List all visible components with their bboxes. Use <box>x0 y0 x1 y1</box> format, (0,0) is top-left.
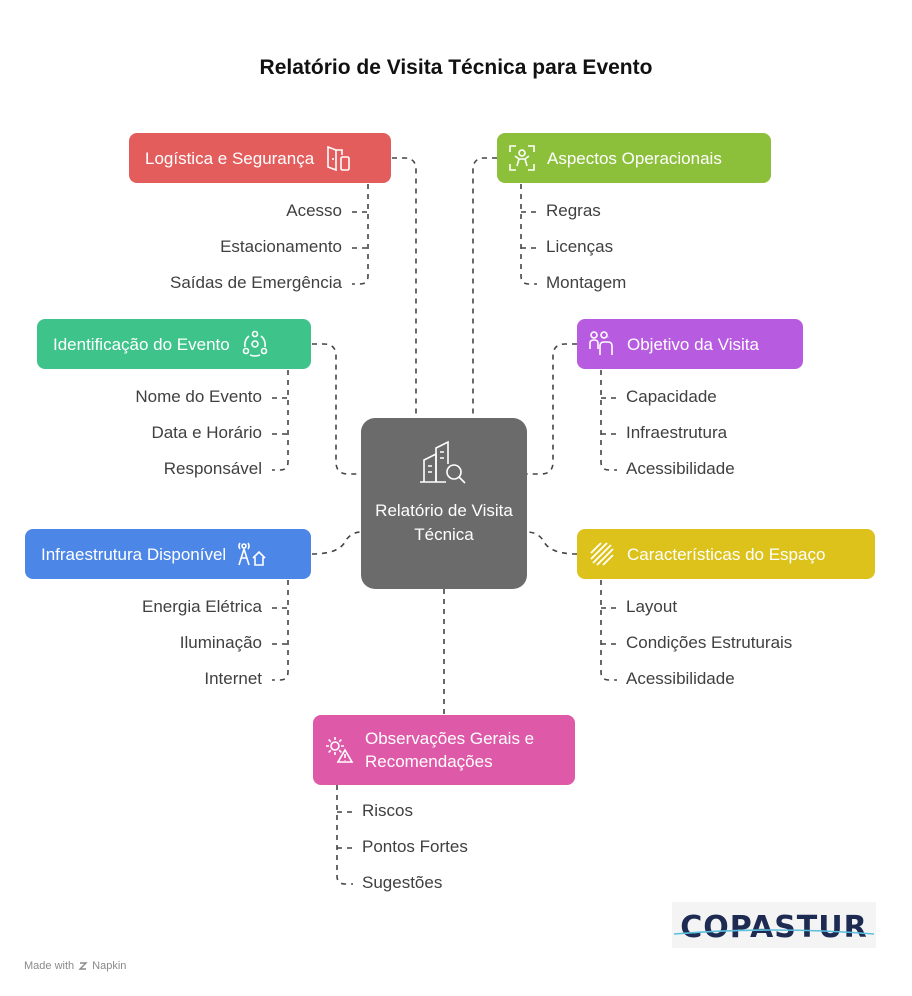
branch-observacoes-label: Observações Gerais e Recomendações <box>365 729 535 771</box>
caracteristicas-item-1: Layout <box>626 597 678 616</box>
identificacao-item-3: Responsável <box>163 459 262 478</box>
center-label: Relatório de Visita Técnica <box>375 501 513 544</box>
footer: Made with Napkin <box>24 960 126 972</box>
infra-item-2: Iluminação <box>179 633 262 652</box>
logistica-item-2: Estacionamento <box>220 237 342 256</box>
aspectos-item-1: Regras <box>546 201 601 220</box>
branch-caracteristicas: Características do Espaço <box>577 529 875 579</box>
identificacao-item-2: Data e Horário <box>151 423 262 442</box>
branch-objetivo-label: Objetivo da Visita <box>627 334 759 354</box>
branch-identificacao-label: Identificação do Evento <box>53 334 230 354</box>
people-group-icon <box>589 331 613 355</box>
layers-stack-icon <box>590 542 614 566</box>
caracteristicas-item-3: Acessibilidade <box>626 669 735 688</box>
building-search-icon <box>420 440 466 484</box>
branch-logistica-label: Logística e Segurança <box>145 148 315 168</box>
branch-logistica: Logística e Segurança <box>129 133 391 183</box>
branch-aspectos-label: Aspectos Operacionais <box>547 148 722 168</box>
observacoes-item-1: Riscos <box>362 801 414 820</box>
observacoes-item-3: Sugestões <box>362 873 443 892</box>
objetivo-item-1: Capacidade <box>626 387 717 406</box>
footer-brand: Napkin <box>92 960 127 972</box>
branch-observacoes: Observações Gerais e Recomendações <box>313 715 575 785</box>
focus-person-icon <box>509 145 535 171</box>
page-title: Relatório de Visita Técnica para Evento <box>259 56 653 79</box>
branch-aspectos: Aspectos Operacionais <box>497 133 771 183</box>
branch-identificacao: Identificação do Evento <box>37 319 311 369</box>
door-exit-icon <box>327 145 350 172</box>
gear-warning-icon <box>326 737 354 763</box>
branch-infra-label: Infraestrutura Disponível <box>41 544 227 564</box>
logistica-item-1: Acesso <box>286 201 342 220</box>
logistica-item-3: Saídas de Emergência <box>170 273 342 292</box>
footer-text: Made with <box>24 960 75 972</box>
branch-infra: Infraestrutura Disponível <box>25 529 311 579</box>
copastur-logo-text: COPASTUR <box>680 910 868 945</box>
copastur-swoosh <box>673 929 875 935</box>
infra-item-1: Energia Elétrica <box>141 597 262 616</box>
objetivo-item-2: Infraestrutura <box>626 423 728 442</box>
copastur-logo: COPASTUR <box>672 902 876 948</box>
network-cycle-icon <box>242 330 268 357</box>
observacoes-item-2: Pontos Fortes <box>362 837 468 856</box>
branch-caracteristicas-label: Características do Espaço <box>627 544 826 564</box>
infra-item-3: Internet <box>204 669 262 688</box>
napkin-logo-icon <box>78 962 88 970</box>
objetivo-item-3: Acessibilidade <box>626 459 735 478</box>
center-node: Relatório de Visita Técnica <box>361 418 527 589</box>
antenna-home-icon <box>238 542 266 566</box>
aspectos-item-3: Montagem <box>546 273 627 292</box>
identificacao-item-1: Nome do Evento <box>135 387 262 406</box>
caracteristicas-item-2: Condições Estruturais <box>626 633 793 652</box>
branch-objetivo: Objetivo da Visita <box>577 319 803 369</box>
aspectos-item-2: Licenças <box>546 237 614 256</box>
